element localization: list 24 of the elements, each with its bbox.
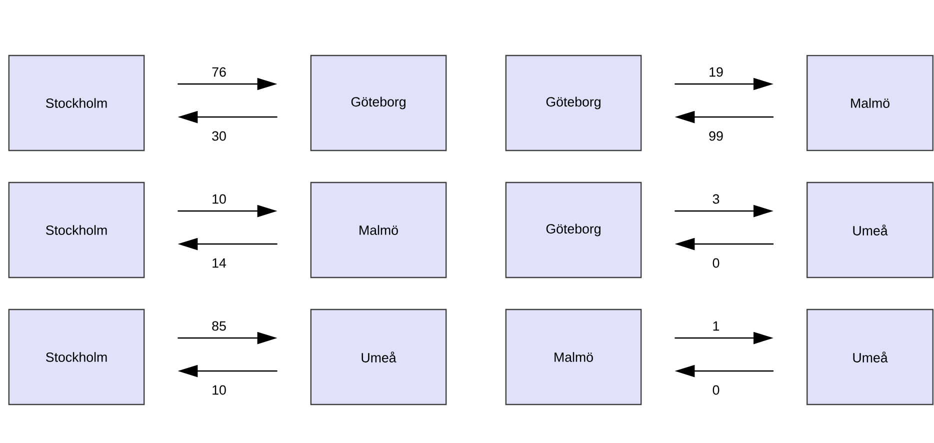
- city-box: Stockholm: [8, 54, 145, 152]
- city-box: Göteborg: [310, 54, 447, 152]
- edge-label: 30: [212, 131, 226, 141]
- edge-label: 3: [712, 194, 720, 204]
- edge-label: 85: [212, 321, 226, 331]
- edge-label: 1: [713, 321, 720, 331]
- edge-label: 0: [712, 258, 720, 268]
- city-box: Umeå: [806, 308, 934, 406]
- city-box: Malmö: [806, 54, 934, 152]
- city-box: Umeå: [806, 182, 934, 278]
- edge-label: 10: [212, 385, 226, 395]
- city-box: Malmö: [310, 182, 447, 278]
- city-box: Göteborg: [505, 182, 642, 278]
- city-box: Göteborg: [505, 54, 642, 152]
- edge-label: 14: [212, 258, 226, 268]
- city-box: Stockholm: [8, 182, 145, 278]
- city-box: Stockholm: [8, 308, 145, 406]
- edge-label: 76: [212, 67, 226, 77]
- edge-label: 99: [709, 131, 723, 141]
- edge-label: 10: [212, 194, 226, 204]
- edge-label: 19: [710, 67, 723, 77]
- city-box: Malmö: [505, 308, 642, 406]
- city-box: Umeå: [310, 308, 447, 406]
- edge-label: 0: [712, 385, 720, 395]
